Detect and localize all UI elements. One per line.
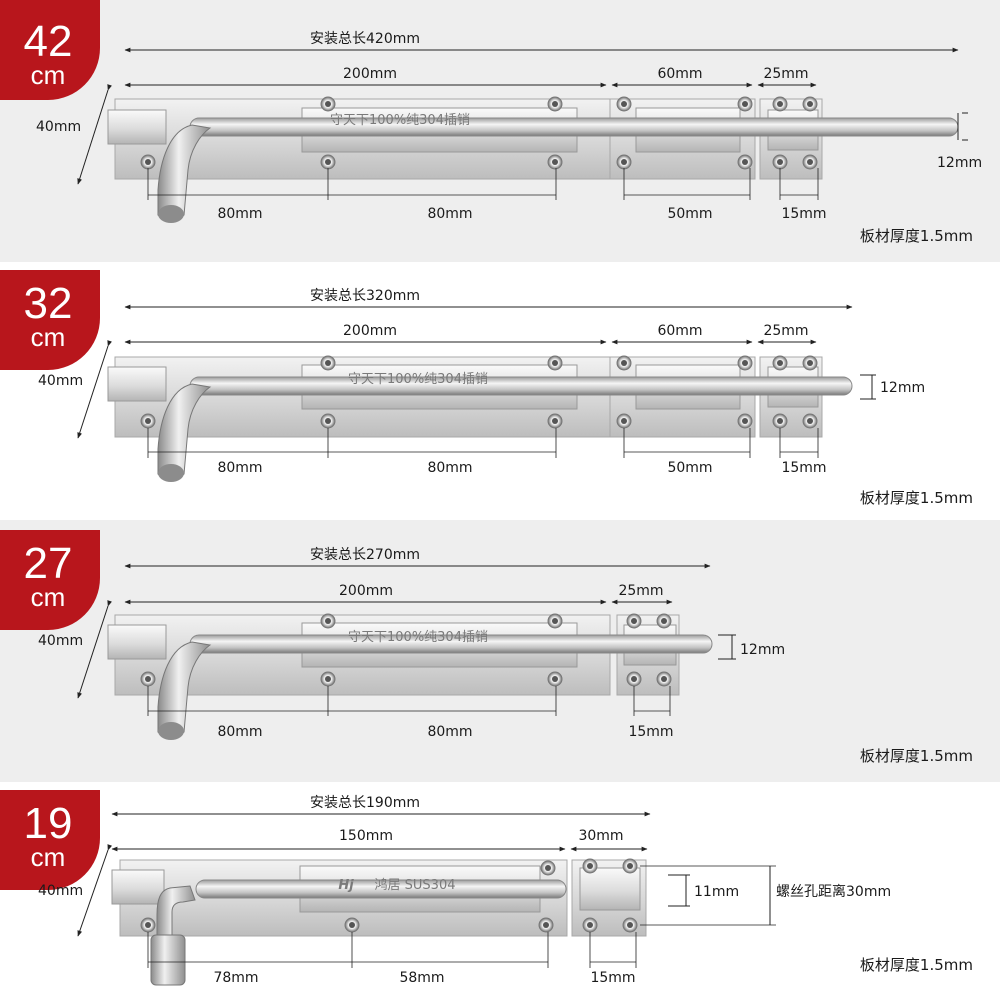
dim-label: 15mm <box>590 970 635 986</box>
total-length-dimension: 安装总长320mm <box>124 288 853 310</box>
total-length-dimension: 安装总长270mm <box>124 547 711 569</box>
brand-logo: Hj <box>338 878 354 893</box>
hole-spacing-label: 螺丝孔距离30mm <box>776 883 891 900</box>
badge-unit: cm <box>31 842 66 872</box>
top-dimensions: 200mm 60mm 25mm <box>124 323 817 345</box>
engraving-text: 守天下100%纯304插销 <box>348 630 488 645</box>
dim-label: 80mm <box>427 724 472 740</box>
pin-dimension: 12mm <box>937 112 982 171</box>
dim-label: 15mm <box>781 206 826 222</box>
total-length-label: 安装总长270mm <box>310 547 420 563</box>
pin-label: 11mm <box>694 884 739 900</box>
dim-label: 200mm <box>339 583 393 599</box>
product-27cm: 27 cm 安装总长270mm 200mm 25mm 40mm <box>0 530 973 765</box>
dim-label: 80mm <box>217 724 262 740</box>
pin-dimension: 12mm <box>860 374 925 400</box>
thickness-label: 板材厚度1.5mm <box>860 747 973 765</box>
height-dimension: 40mm <box>36 84 112 185</box>
dim-label: 80mm <box>427 460 472 476</box>
total-length-label: 安装总长420mm <box>310 31 420 47</box>
bottom-dimensions: 80mm 80mm 50mm 15mm <box>147 428 827 476</box>
height-dimension: 40mm <box>38 340 112 439</box>
total-length-dimension: 安装总长420mm <box>124 31 959 53</box>
engraving-text: 守天下100%纯304插销 <box>348 372 488 387</box>
height-dimension: 40mm <box>38 844 113 937</box>
dim-label: 58mm <box>399 970 444 986</box>
height-label: 40mm <box>38 373 83 389</box>
dim-label: 200mm <box>343 323 397 339</box>
dim-label: 25mm <box>763 66 808 82</box>
top-dimensions: 200mm 25mm <box>124 583 673 605</box>
dim-label: 60mm <box>657 66 702 82</box>
latch-drawing: 守天下100%纯304插销 <box>107 96 959 223</box>
engraving-text: 鸿居 SUS304 <box>375 877 456 893</box>
bottom-dimensions: 78mm 58mm 15mm <box>147 932 637 986</box>
thickness-label: 板材厚度1.5mm <box>860 227 973 245</box>
size-badge: 32 cm <box>0 270 100 370</box>
dim-label: 50mm <box>667 460 712 476</box>
product-42cm: 42 cm 安装总长420mm 200mm 60mm 25mm 40mm <box>0 0 982 245</box>
size-badge: 27 cm <box>0 530 100 630</box>
height-dimension: 40mm <box>38 600 112 699</box>
total-length-dimension: 安装总长190mm <box>111 795 651 817</box>
dim-label: 150mm <box>339 828 393 844</box>
dim-label: 15mm <box>628 724 673 740</box>
dim-label: 80mm <box>217 460 262 476</box>
top-dimensions: 200mm 60mm 25mm <box>124 66 817 88</box>
height-label: 40mm <box>36 119 81 135</box>
dim-label: 200mm <box>343 66 397 82</box>
dim-label: 15mm <box>781 460 826 476</box>
pin-dimension: 11mm <box>668 874 739 907</box>
latch-drawing: Hj 鸿居 SUS304 <box>111 858 647 986</box>
total-length-label: 安装总长190mm <box>310 795 420 811</box>
product-32cm: 32 cm 安装总长320mm 200mm 60mm 25mm 40mm <box>0 270 973 507</box>
badge-unit: cm <box>31 582 66 612</box>
pin-label: 12mm <box>880 380 925 396</box>
size-badge: 19 cm <box>0 790 100 890</box>
badge-number: 19 <box>24 799 73 848</box>
badge-number: 27 <box>24 539 73 588</box>
dim-label: 80mm <box>427 206 472 222</box>
product-19cm: 19 cm 安装总长190mm 150mm 30mm 40mm <box>0 790 973 986</box>
dim-label: 30mm <box>578 828 623 844</box>
top-dimensions: 150mm 30mm <box>111 828 648 852</box>
height-label: 40mm <box>38 883 83 899</box>
latch-drawing: 守天下100%纯304插销 <box>107 613 713 740</box>
size-badge: 42 cm <box>0 0 100 100</box>
total-length-label: 安装总长320mm <box>310 288 420 304</box>
engraving-text: 守天下100%纯304插销 <box>330 113 470 128</box>
hole-spacing-dimension: 螺丝孔距离30mm <box>640 865 891 926</box>
latch-drawing: 守天下100%纯304插销 <box>107 355 853 482</box>
bottom-dimensions: 80mm 80mm 50mm 15mm <box>147 168 827 222</box>
dim-label: 80mm <box>217 206 262 222</box>
thickness-label: 板材厚度1.5mm <box>860 489 973 507</box>
badge-unit: cm <box>31 322 66 352</box>
badge-unit: cm <box>31 60 66 90</box>
dim-label: 78mm <box>213 970 258 986</box>
pin-label: 12mm <box>740 642 785 658</box>
pin-label: 12mm <box>937 155 982 171</box>
dim-label: 25mm <box>763 323 808 339</box>
dim-label: 60mm <box>657 323 702 339</box>
badge-number: 32 <box>24 279 73 328</box>
pin-dimension: 12mm <box>718 634 785 660</box>
height-label: 40mm <box>38 633 83 649</box>
bottom-dimensions: 80mm 80mm 15mm <box>147 686 674 740</box>
badge-number: 42 <box>24 17 73 66</box>
dim-label: 25mm <box>618 583 663 599</box>
thickness-label: 板材厚度1.5mm <box>860 956 973 974</box>
dim-label: 50mm <box>667 206 712 222</box>
